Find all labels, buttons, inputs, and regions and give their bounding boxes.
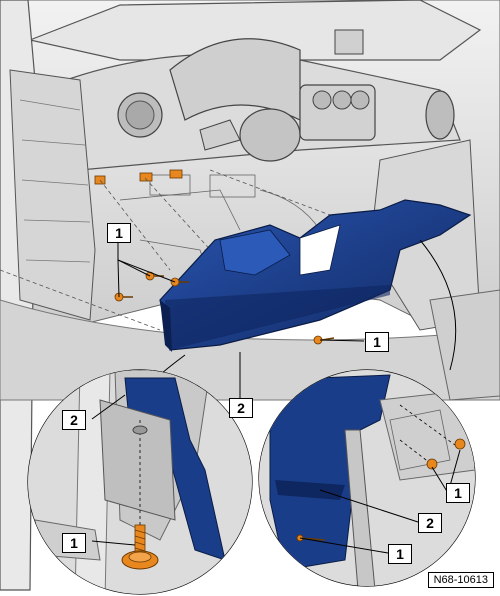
callout-panel-main: 2 [229,398,253,418]
callout-zoom-left-panel: 2 [62,410,86,430]
screw-zoom-left [121,524,159,570]
screws-main-view [114,271,335,345]
zoom-detail-right [258,369,476,587]
callout-fastener-right: 1 [365,332,389,352]
callout-fastener-top: 1 [107,223,131,243]
callout-zoom-right-screw-a: 1 [446,483,470,503]
leader-lines-main [117,242,365,400]
callout-zoom-right-screw-b: 1 [388,544,412,564]
guide-lines [0,169,331,331]
figure-reference-code: N68-10613 [427,572,494,588]
callout-zoom-left-screw: 1 [62,533,86,553]
zoom-detail-left [27,369,253,595]
callout-zoom-right-panel: 2 [418,513,442,533]
lower-dash-trim-panel [159,199,472,352]
